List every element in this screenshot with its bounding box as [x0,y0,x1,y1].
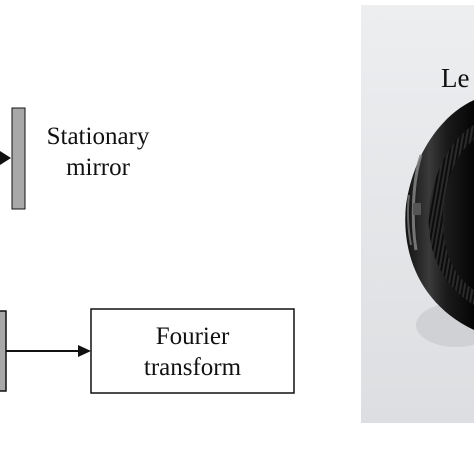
lens-photo-caption: Le [441,63,470,93]
detector-block [0,310,7,392]
fourier-transform-label: Fourier transform [91,321,294,383]
stationary-mirror-label-line2: mirror [66,154,130,181]
stationary-mirror-label: Stationary mirror [36,121,160,183]
stationary-mirror-label-line1: Stationary [46,123,150,150]
arrow-to-mirror-head [0,151,11,165]
fourier-transform-box [90,308,295,394]
fourier-transform-label-line2: transform [143,354,242,381]
lens-photo: Le [361,5,474,423]
arrow-to-fourier-head [78,345,91,357]
stationary-mirror [11,107,26,210]
fourier-transform-label-line1: Fourier [155,323,230,350]
lens-photo-image [361,5,474,423]
